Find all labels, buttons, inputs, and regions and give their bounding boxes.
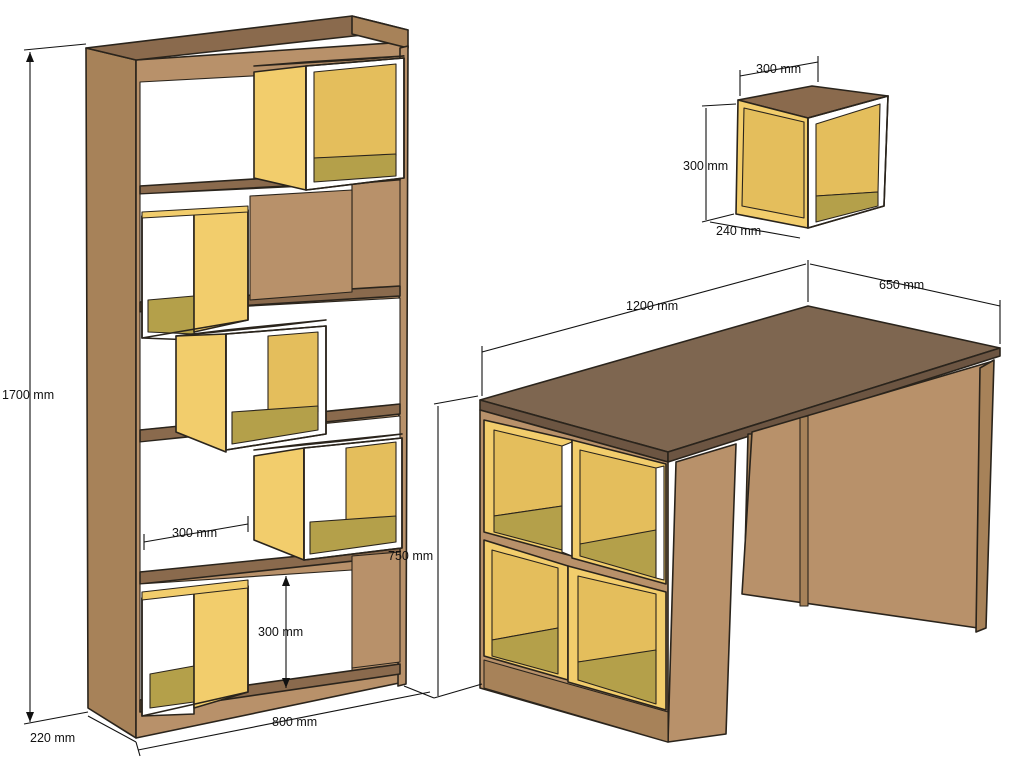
inner-cube-height-label: 300 mm (258, 625, 303, 639)
desk-depth-label: 650 mm (879, 278, 924, 292)
bookcase-cube (253, 55, 405, 191)
cube-width-label: 300 mm (756, 62, 801, 76)
standalone-cube (735, 85, 889, 229)
desk-cube (567, 565, 667, 711)
desk-height-label: 750 mm (388, 549, 433, 563)
bookcase-depth-label: 220 mm (30, 731, 75, 745)
bookcase-width-label: 800 mm (272, 715, 317, 729)
desk (479, 305, 1001, 743)
inner-cube-width-label: 300 mm (172, 526, 217, 540)
cube-height-label: 300 mm (683, 159, 728, 173)
dimension-lines (23, 43, 1001, 757)
desk-cabinet-side (667, 443, 737, 743)
dimension-labels: 1700 mm 220 mm 800 mm 300 mm 300 mm 1200… (2, 62, 924, 745)
bookcase-cube (141, 205, 249, 341)
bookcase-cube (253, 433, 403, 561)
desk-cube (483, 419, 573, 557)
bookcase-side-panel (85, 47, 137, 739)
bookcase (85, 15, 409, 739)
desk-cube (483, 539, 569, 681)
bookcase-cube (175, 319, 327, 453)
bookcase-cube (141, 579, 249, 717)
cube-depth-label: 240 mm (716, 224, 761, 238)
desk-cube (571, 439, 667, 585)
desk-width-label: 1200 mm (626, 299, 678, 313)
bookcase-height-label: 1700 mm (2, 388, 54, 402)
